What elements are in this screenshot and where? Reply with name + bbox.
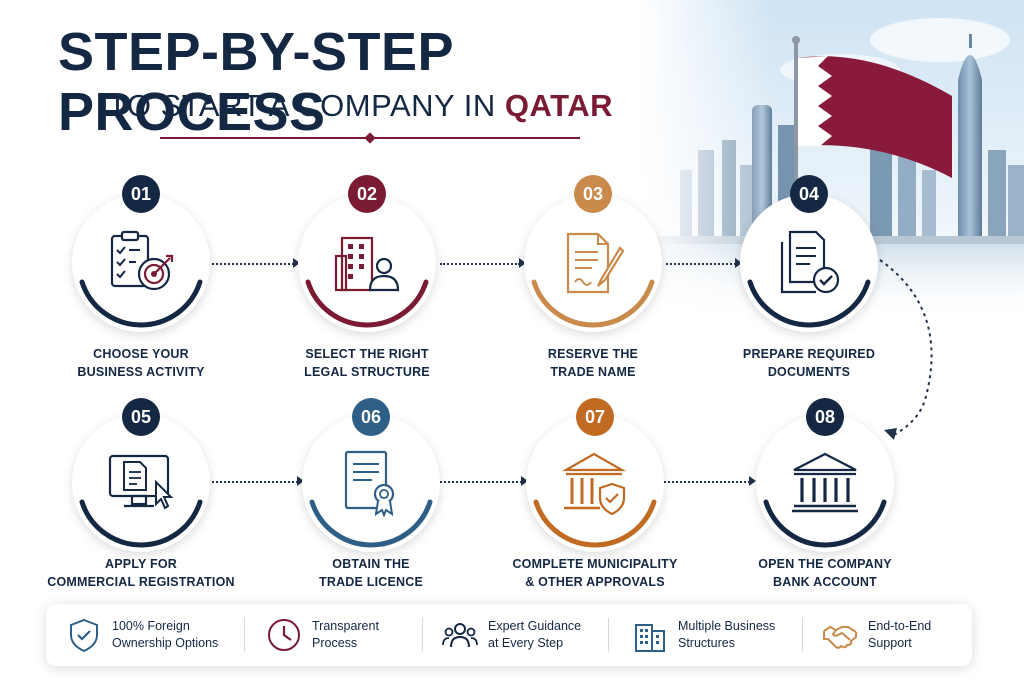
step-label-line2: LEGAL STRUCTURE (304, 365, 430, 379)
step-number-badge: 05 (122, 398, 160, 436)
step-label-line1: APPLY FOR (105, 557, 177, 571)
connector-06-07 (440, 481, 522, 483)
step-number-badge: 08 (806, 398, 844, 436)
step-label: APPLY FOR COMMERCIAL REGISTRATION (31, 555, 251, 591)
people-group-icon (442, 623, 478, 648)
connector-arrow-07-08 (749, 476, 756, 486)
shield-check-icon (70, 618, 98, 653)
step-arc (79, 499, 203, 548)
benefit-line1: Multiple Business (678, 619, 776, 633)
step-circle (72, 414, 210, 552)
monitor-cursor-icon (108, 454, 174, 510)
benefit-line2: Ownership Options (112, 636, 219, 650)
step-number-badge: 03 (574, 175, 612, 213)
step-label-line2: TRADE LICENCE (319, 575, 423, 589)
step-number-badge: 07 (576, 398, 614, 436)
page-subtitle: TO START A COMPANY IN QATAR (108, 88, 668, 124)
step-circle (524, 194, 662, 332)
page-title: STEP-BY-STEP PROCESS (58, 22, 454, 142)
bank-icon (792, 452, 858, 513)
connector-03-04 (666, 263, 736, 265)
step-label-line2: & OTHER APPROVALS (525, 575, 665, 589)
step-label: OBTAIN THE TRADE LICENCE (261, 555, 481, 591)
certificate-icon (344, 450, 395, 518)
checklist-target-icon (110, 230, 174, 291)
step-arc (309, 499, 433, 548)
buildings-icon (635, 624, 665, 652)
step-label-line1: CHOOSE YOUR (93, 347, 189, 361)
connector-arrow-06-07 (521, 476, 528, 486)
building-person-icon (334, 236, 400, 292)
step-label: SELECT THE RIGHT LEGAL STRUCTURE (257, 345, 477, 381)
benefit-line2: Process (312, 636, 358, 650)
step-circle (740, 194, 878, 332)
step-circle (72, 194, 210, 332)
step-circle (756, 414, 894, 552)
connector-arrow-05-06 (297, 476, 304, 486)
benefit-separator (422, 618, 423, 652)
step-label-line1: SELECT THE RIGHT (305, 347, 429, 361)
step-label-line2: TRADE NAME (550, 365, 636, 379)
step-label-line1: RESERVE THE (547, 347, 639, 361)
step-label-line2: DOCUMENTS (767, 365, 851, 379)
step-label-line2: COMMERCIAL REGISTRATION (47, 575, 235, 589)
connector-01-02 (212, 263, 294, 265)
clock-icon (268, 619, 300, 651)
benefit-line2: Structures (678, 636, 735, 650)
benefit-line1: Expert Guidance (488, 619, 582, 633)
step-number-badge: 02 (348, 175, 386, 213)
step-circle (526, 414, 664, 552)
connector-arrow-03-04 (735, 258, 742, 268)
step-label: COMPLETE MUNICIPALITY & OTHER APPROVALS (485, 555, 705, 591)
benefit-text: Expert Guidance at Every Step (488, 618, 628, 652)
step-arc (305, 279, 429, 328)
step-label-line2: BANK ACCOUNT (772, 575, 877, 589)
connector-arrow-01-02 (293, 258, 300, 268)
subtitle-prefix: TO START A COMPANY IN (108, 88, 505, 123)
step-label: OPEN THE COMPANY BANK ACCOUNT (715, 555, 935, 591)
benefit-separator (802, 618, 803, 652)
step-label-line1: COMPLETE MUNICIPALITY (512, 557, 678, 571)
step-arc (533, 499, 657, 548)
step-arc (763, 499, 887, 548)
step-number-badge: 01 (122, 175, 160, 213)
step-arc (531, 279, 655, 328)
step-arc (79, 279, 203, 328)
benefit-line2: at Every Step (488, 636, 564, 650)
connector-04-08 (879, 259, 933, 440)
step-label: PREPARE REQUIRED DOCUMENTS (699, 345, 919, 381)
step-label: RESERVE THE TRADE NAME (483, 345, 703, 381)
government-shield-icon (561, 452, 627, 516)
connector-arrow-02-03 (519, 258, 526, 268)
connector-02-03 (440, 263, 520, 265)
step-label-line2: BUSINESS ACTIVITY (77, 365, 205, 379)
step-label: CHOOSE YOUR BUSINESS ACTIVITY (31, 345, 251, 381)
benefit-line1: 100% Foreign (112, 619, 190, 633)
connector-05-06 (212, 481, 298, 483)
step-number-badge: 04 (790, 175, 828, 213)
step-label-line1: PREPARE REQUIRED (742, 347, 876, 361)
step-label-line1: OBTAIN THE (332, 557, 410, 571)
step-arc (747, 279, 871, 328)
documents-check-icon (780, 230, 840, 294)
step-number-badge: 06 (352, 398, 390, 436)
benefit-separator (608, 618, 609, 652)
handshake-icon (823, 625, 857, 649)
document-pen-icon (566, 232, 625, 294)
step-circle (298, 194, 436, 332)
benefit-line1: Transparent (312, 619, 379, 633)
subtitle-accent: QATAR (504, 88, 613, 123)
benefit-separator (244, 618, 245, 652)
benefit-line2: Support (868, 636, 912, 650)
benefit-line1: End-to-End (868, 619, 932, 633)
connector-07-08 (664, 481, 750, 483)
step-label-line1: OPEN THE COMPANY (758, 557, 892, 571)
step-circle (302, 414, 440, 552)
